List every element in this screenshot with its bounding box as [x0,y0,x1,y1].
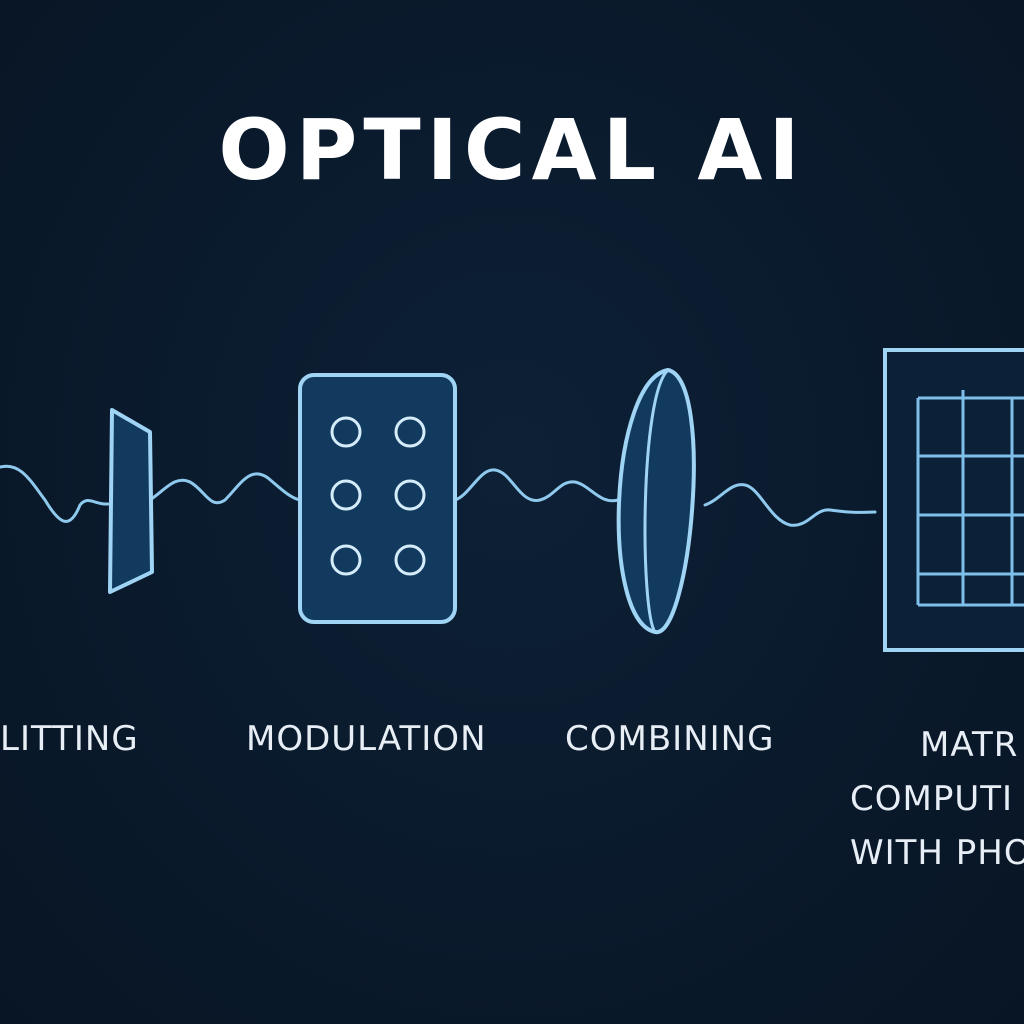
stage-label-matrix-line: WITH PHO [850,833,1024,873]
beam-modulator-to-lens [453,468,620,503]
modulator-port [394,479,426,511]
modulator-panel [298,373,457,624]
stage-label-matrix: MATR COMPUTI WITH PHO [850,718,1024,880]
modulator-port [394,416,426,448]
stage-label-matrix-line: COMPUTI [850,779,1014,819]
beam-split-to-modulator [148,472,302,505]
modulator-port [330,544,362,576]
beam-splitter-prism [108,408,154,594]
stage-label-matrix-line: MATR [920,725,1019,765]
stage-label-modulation: MODULATION [246,719,487,759]
combining-lens [616,367,696,634]
diagram-title: OPTICAL AI [218,101,806,199]
photonic-matrix-grid [883,348,1024,652]
modulator-port [330,416,362,448]
beam-input [0,464,110,523]
modulator-port [394,544,426,576]
beam-lens-to-matrix [703,483,877,527]
stage-label-splitting: LITTING [0,719,139,759]
stage-label-combining: COMBINING [565,719,775,759]
modulator-port [330,479,362,511]
